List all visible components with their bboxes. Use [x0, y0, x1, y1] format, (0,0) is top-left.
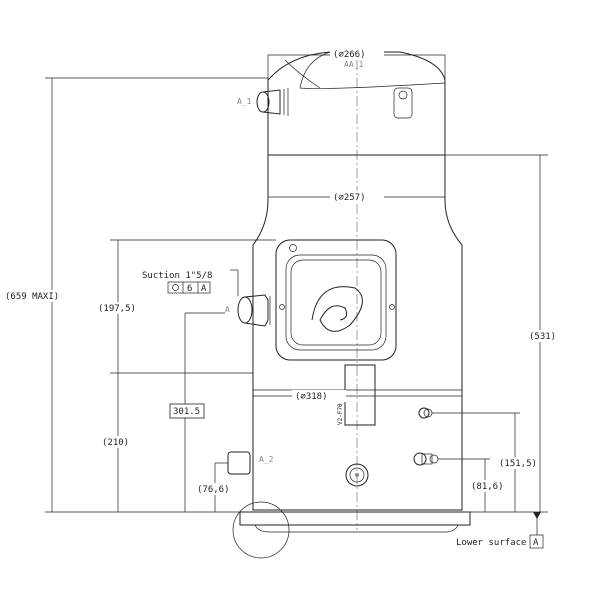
compressor-shell [252, 155, 463, 511]
dim-body-diameter: (⌀318) [295, 392, 328, 402]
logo-icon [311, 286, 363, 332]
label-a2: A_2 [259, 455, 274, 464]
detail-circle [232, 501, 290, 559]
electrical-box [227, 451, 251, 475]
dimension-lines [45, 54, 548, 535]
dim-overall-height: (659 MAXI) [5, 292, 59, 302]
dim-top-diameter: (⌀266) [333, 50, 366, 60]
lifting-lug [393, 87, 413, 119]
lower-fitting [413, 452, 439, 466]
position-tolerance-icon [172, 284, 179, 291]
pipe [344, 364, 376, 426]
dim-a2-height: (76,6) [197, 485, 230, 495]
suction-fitting [237, 294, 271, 327]
label-aa1: AA_1 [344, 60, 363, 69]
dim-suction-offset: (197,5) [98, 304, 136, 314]
tolerance-datum: A [201, 284, 207, 294]
pipe-label: V2-F70 [337, 403, 344, 425]
dim-mid-diameter: (⌀257) [333, 193, 366, 203]
suction-title: Suction 1"5/8 [142, 271, 212, 281]
tolerance-frame: 6 A [167, 281, 211, 294]
mounting-base [232, 501, 471, 559]
discharge-fitting [256, 88, 289, 116]
terminal-box [275, 239, 397, 361]
dim-lower-height: (210) [102, 438, 129, 448]
lower-surface-label: Lower surface [456, 538, 526, 548]
tolerance-value: 6 [187, 284, 192, 294]
upper-fitting [418, 407, 433, 419]
dim-right-height: (531) [529, 332, 556, 342]
dim-lower-fitting-height: (81,6) [471, 482, 504, 492]
sight-glass [345, 463, 369, 487]
label-a1: A_1 [237, 97, 252, 106]
datum-triangle [533, 512, 541, 519]
dim-suction-height: 301.5 [173, 407, 200, 417]
datum-label: A [533, 538, 539, 548]
label-suction-a: A [225, 305, 230, 314]
dim-upper-fitting-height: (151,5) [499, 459, 537, 469]
